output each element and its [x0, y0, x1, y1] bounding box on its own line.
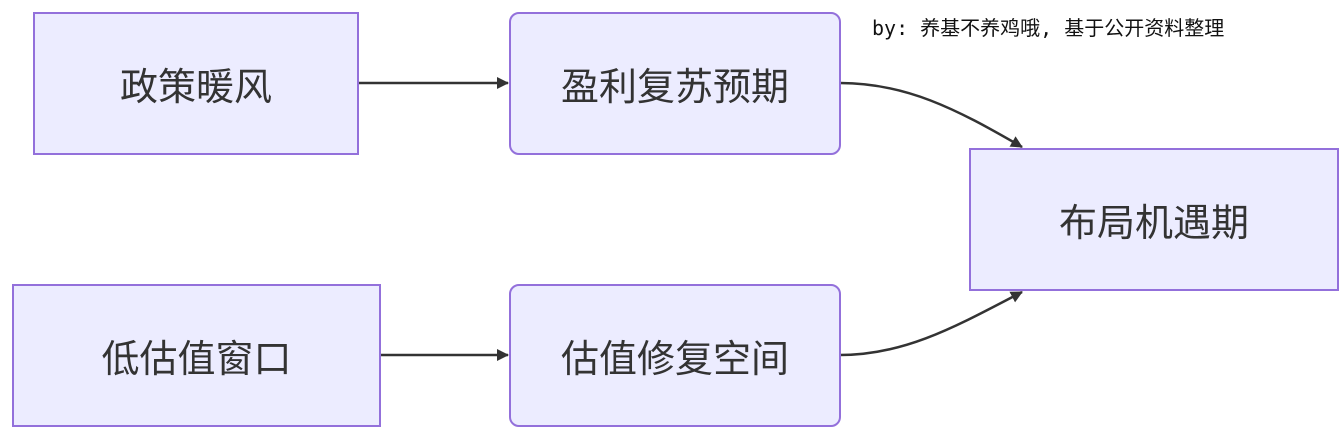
node-lowval-label: 低估值窗口 [101, 337, 292, 381]
edge-profit-to-layout [839, 81, 1023, 149]
node-policy-label: 政策暖风 [119, 65, 272, 109]
node-lowval: 低估值窗口 [12, 284, 381, 427]
node-layout: 布局机遇期 [969, 148, 1339, 291]
node-repair-label: 估值修复空间 [560, 337, 789, 381]
node-layout-label: 布局机遇期 [1058, 201, 1249, 245]
node-profit: 盈利复苏预期 [509, 12, 841, 155]
node-profit-label: 盈利复苏预期 [560, 65, 789, 109]
edge-repair-to-layout [839, 290, 1023, 357]
node-repair: 估值修复空间 [509, 284, 841, 427]
author-credit: by: 养基不养鸡哦, 基于公开资料整理 [872, 16, 1225, 40]
node-policy: 政策暖风 [33, 12, 359, 155]
